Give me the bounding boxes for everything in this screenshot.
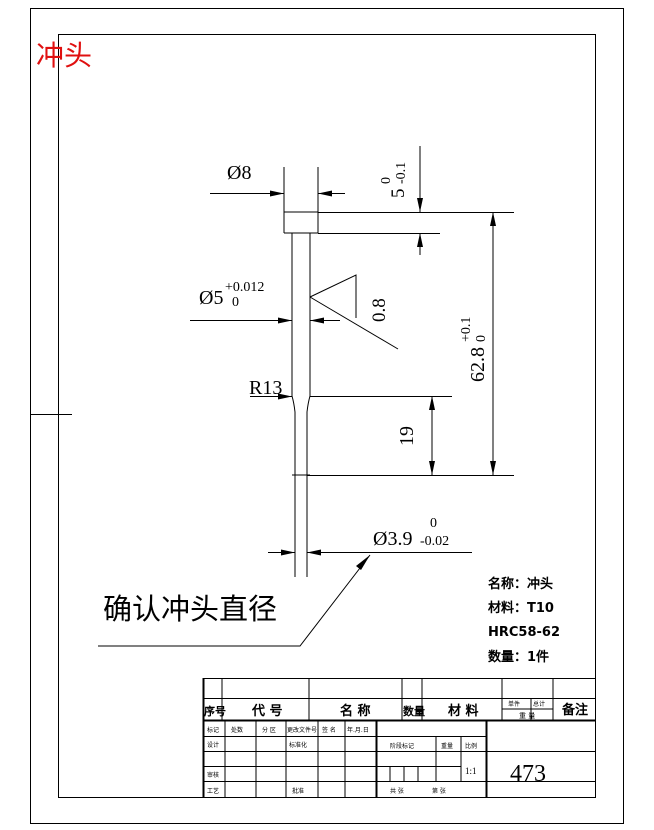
note-confirm-diameter: 确认冲头直径 xyxy=(103,592,277,626)
tb-rev-date: 年.月.日 xyxy=(347,726,369,734)
tb-rev-mark: 标记 xyxy=(207,726,219,734)
tol-head-lower: -0.1 xyxy=(394,162,409,184)
dim-radius: R13 xyxy=(249,377,282,399)
spec-list: 名称：冲头 材料：T10 HRC58-62 数量：1件 xyxy=(488,576,560,665)
dimension-texts: Ø8 5 0 -0.1 Ø5 +0.012 0 0.8 62.8 +0.1 0 … xyxy=(199,162,489,550)
spec-material: 材料：T10 xyxy=(488,600,554,616)
spec-quantity: 数量：1件 xyxy=(488,649,549,665)
tb-stage: 阶段标记 xyxy=(390,742,414,750)
tb-remarks: 备注 xyxy=(561,702,588,718)
tb-unit-single: 单件 xyxy=(508,700,520,708)
spec-name: 名称：冲头 xyxy=(488,576,553,592)
tol-length-upper: +0.1 xyxy=(459,317,474,342)
tb-seq: 序号 xyxy=(204,704,226,718)
tb-approve: 批准 xyxy=(292,787,304,795)
dimension-lines xyxy=(98,146,514,647)
tb-standard: 标准化 xyxy=(289,741,307,749)
dimension-arrows xyxy=(270,190,496,570)
dim-head-thickness: 5 xyxy=(388,189,409,199)
part-title: 冲头 xyxy=(36,39,92,72)
tb-sheets: 共 张 xyxy=(390,787,404,795)
tb-qty: 数量 xyxy=(403,704,425,718)
tb-rev-zone: 分 区 xyxy=(262,726,276,734)
title-block-lines xyxy=(202,678,595,798)
tb-material: 材 料 xyxy=(448,703,479,719)
tol-head-upper: 0 xyxy=(379,177,394,184)
tb-design: 设计 xyxy=(207,741,219,749)
dim-shank-diameter: Ø5 xyxy=(199,287,223,309)
tb-process: 工艺 xyxy=(207,787,219,795)
tb-review: 审核 xyxy=(207,771,219,779)
tol-tip-lower: -0.02 xyxy=(420,534,449,549)
tb-rev-count: 处数 xyxy=(231,726,243,734)
outer-border xyxy=(30,8,624,824)
tb-name: 名 称 xyxy=(340,703,371,719)
inner-border xyxy=(58,34,596,798)
tb-rev-docno: 更改文件号 xyxy=(287,726,317,734)
spec-hardness: HRC58-62 xyxy=(488,625,560,640)
tb-scale: 比例 xyxy=(465,742,477,750)
tb-scale-value: 1:1 xyxy=(465,766,477,776)
tb-sheet: 第 张 xyxy=(432,787,446,795)
tol-shank-lower: 0 xyxy=(232,295,239,310)
dim-tip-length: 19 xyxy=(396,426,418,446)
punch-outline xyxy=(283,193,319,577)
tb-weight: 重 量 xyxy=(519,712,535,720)
title-block-texts: 序号 代 号 名 称 数量 材 料 单件 总计 重 量 备注 标记 处数 分 区… xyxy=(204,700,588,795)
dim-tip-diameter: Ø3.9 xyxy=(373,528,412,550)
dim-head-diameter: Ø8 xyxy=(227,162,251,184)
tol-shank-upper: +0.012 xyxy=(225,280,264,295)
roughness-value: 0.8 xyxy=(369,298,390,322)
tb-drawing-number: 473 xyxy=(510,761,546,787)
tb-weight2: 重量 xyxy=(441,742,453,750)
tol-tip-upper: 0 xyxy=(430,516,437,531)
tol-length-lower: 0 xyxy=(474,335,489,342)
tb-code: 代 号 xyxy=(251,703,283,719)
dim-total-length: 62.8 xyxy=(467,347,489,382)
tb-rev-sign: 签 名 xyxy=(322,726,336,734)
tb-unit-total: 总计 xyxy=(533,700,545,708)
